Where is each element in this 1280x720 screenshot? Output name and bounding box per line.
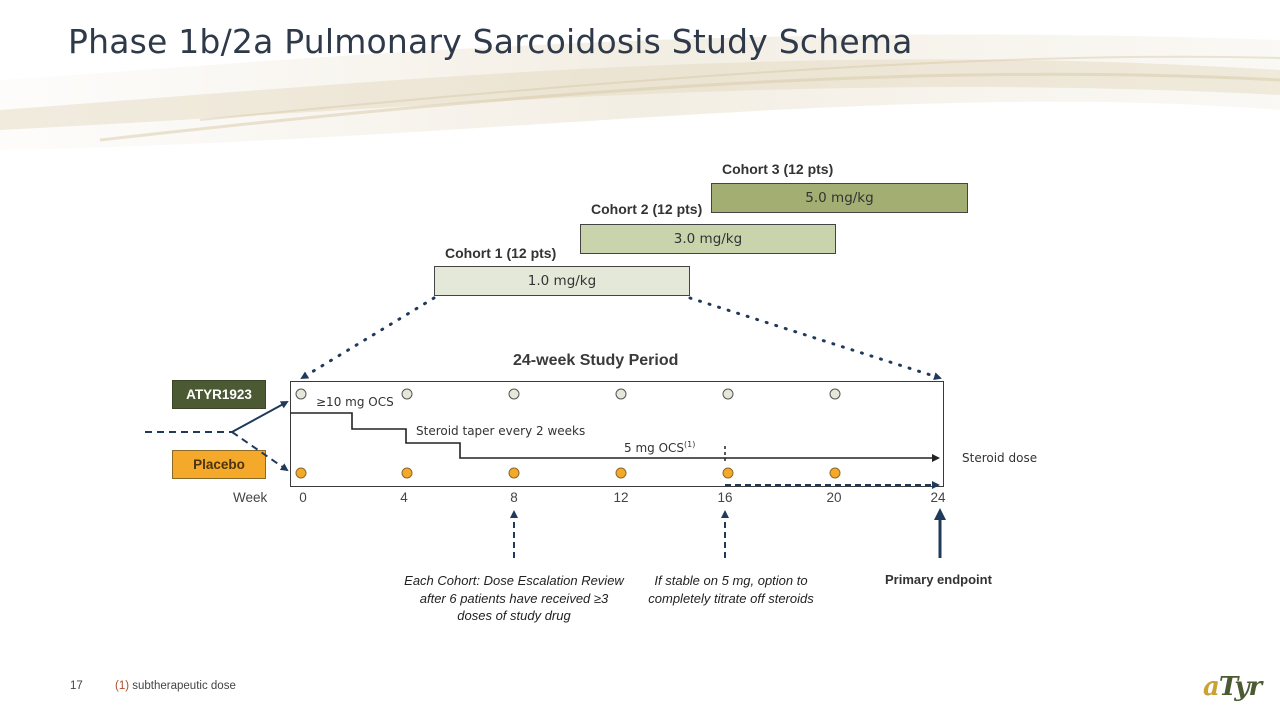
header-swoosh-decoration [0,34,1280,150]
cohort-3-label: Cohort 3 (12 pts) [722,161,834,177]
ocs-end-label: 5 mg OCS(1) [624,440,695,455]
cohort-1-dose-box: 1.0 mg/kg [434,266,690,296]
footnote-ref: (1) [115,680,130,692]
footnote: (1) subtherapeutic dose [115,680,236,692]
ocs-start-label: ≥10 mg OCS [316,395,394,409]
steroid-dose-label: Steroid dose [962,451,1038,465]
dose-escalation-note-line: doses of study drug [457,608,571,623]
cohort-expansion-right-dots [688,296,942,380]
week-tick: 24 [930,490,946,505]
atyr-arm-arrow [231,401,289,433]
primary-endpoint-label: Primary endpoint [885,572,992,587]
cohort-3-dose-box: 5.0 mg/kg [711,183,968,213]
study-period-title: 24-week Study Period [513,352,679,369]
atyr-dose-markers [295,388,841,400]
placebo-arm-arrow [231,431,289,472]
placebo-arm-label: Placebo [172,450,266,479]
study-period-box [290,381,944,487]
steroid-titration-note-line: completely titrate off steroids [648,590,814,606]
footnote-text: subtherapeutic dose [132,680,236,692]
week-tick: 0 [299,490,307,505]
placebo-dose-markers [295,467,841,479]
dose-escalation-note-line: after 6 patients have received ≥3 [419,590,609,606]
logo-a: a [1203,672,1220,702]
page-title: Phase 1b/2a Pulmonary Sarcoidosis Study … [68,22,913,61]
dose-escalation-note-line: Each Cohort: Dose Escalation Review [404,573,624,588]
steroid-titration-note-line: If stable on 5 mg, option to [654,573,808,588]
atyr-logo: aTyr [1203,672,1262,702]
week-tick: 8 [510,490,518,505]
ocs-end-text: 5 mg OCS [624,441,685,455]
cohort-2-label: Cohort 2 (12 pts) [591,201,703,217]
week-tick: 4 [400,490,408,505]
steroid-titration-note: If stable on 5 mg, option to completely … [626,572,836,607]
cohort-2-dose-box: 3.0 mg/kg [580,224,836,254]
ocs-end-ref: (1) [684,440,696,449]
week-axis-label: Week [233,490,268,505]
cohort-expansion-left-dots [300,296,436,380]
steroid-taper-line [290,412,940,462]
taper-label: Steroid taper every 2 weeks [416,424,586,438]
atyr1923-arm-label: ATYR1923 [172,380,266,409]
week-tick: 20 [826,490,842,505]
logo-tyr: Tyr [1218,672,1262,702]
page-number: 17 [70,680,83,692]
week-tick: 16 [717,490,733,505]
week-tick: 12 [613,490,629,505]
dose-escalation-note: Each Cohort: Dose Escalation Review afte… [392,572,636,625]
cohort-1-label: Cohort 1 (12 pts) [445,245,557,261]
